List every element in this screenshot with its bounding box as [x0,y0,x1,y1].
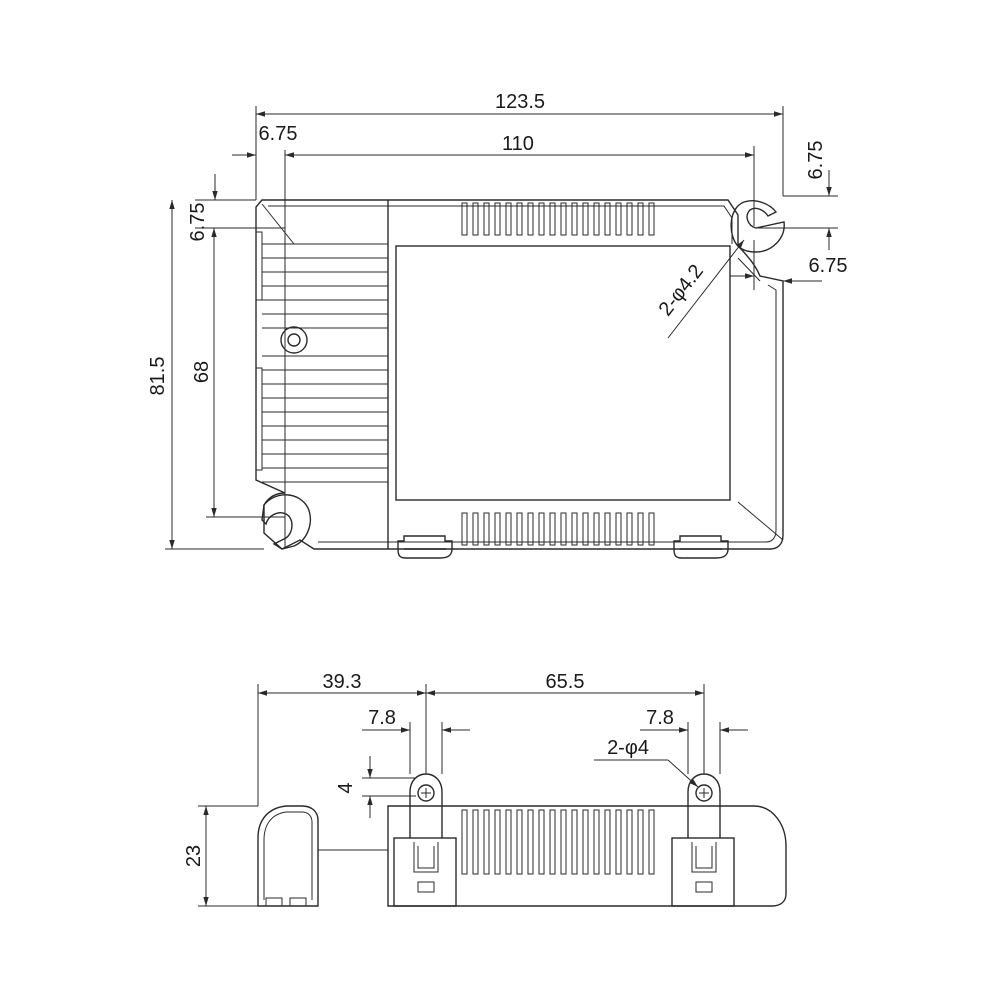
dim-hole-spacing: 110 [502,133,534,155]
dim-right-offset-side: 6.75 [809,255,848,277]
label-panel [395,245,731,501]
dim-tab-height: 4 [335,782,357,793]
dim-left-offset: 6.75 [259,123,298,145]
chamfer-bottom-right [737,501,784,541]
chamfer-right [737,257,761,282]
dim-left-to-tab: 39.3 [323,671,362,693]
left-edge-ribs [256,231,263,471]
side-view: 39.3 65.5 7.8 7.8 4 23 2-φ4 [183,671,787,907]
side-tab-left [393,773,457,907]
dim-overall-height-side: 23 [183,845,205,867]
side-tab-right [671,773,735,907]
potentiometer-outer [280,326,308,354]
bottom-clip-left [397,535,453,559]
mounting-slot-bottom-left [261,494,312,550]
left-fins [262,243,388,483]
side-main-body [387,805,787,907]
housing-inner-outline [268,205,777,543]
dim-overall-width: 123.5 [495,91,545,113]
dim-hole-vertical: 68 [191,361,213,383]
dim-top-offset-left: 6.75 [187,203,209,242]
bottom-vents [461,512,655,546]
dim-tab-width-right: 7.8 [646,707,674,729]
bottom-clip-right [673,535,729,559]
dim-tab-hole: 2-φ4 [607,737,649,759]
chamfer-top-left [261,203,295,245]
potentiometer-inner [287,333,301,347]
dim-tab-width-left: 7.8 [368,707,396,729]
side-left-block [257,805,319,907]
dim-right-offset-top: 6.75 [805,141,827,180]
housing-outline [255,199,784,550]
dim-tab-spacing: 65.5 [546,671,585,693]
dim-hole-diameter: 2-φ4.2 [655,260,708,320]
dim-overall-height: 81.5 [147,357,169,396]
top-view: 123.5 110 6.75 6.75 6.75 6.75 81.5 68 [147,91,848,559]
side-vents [461,809,655,875]
top-vents [461,202,655,236]
mounting-slot-top-right [730,200,785,253]
